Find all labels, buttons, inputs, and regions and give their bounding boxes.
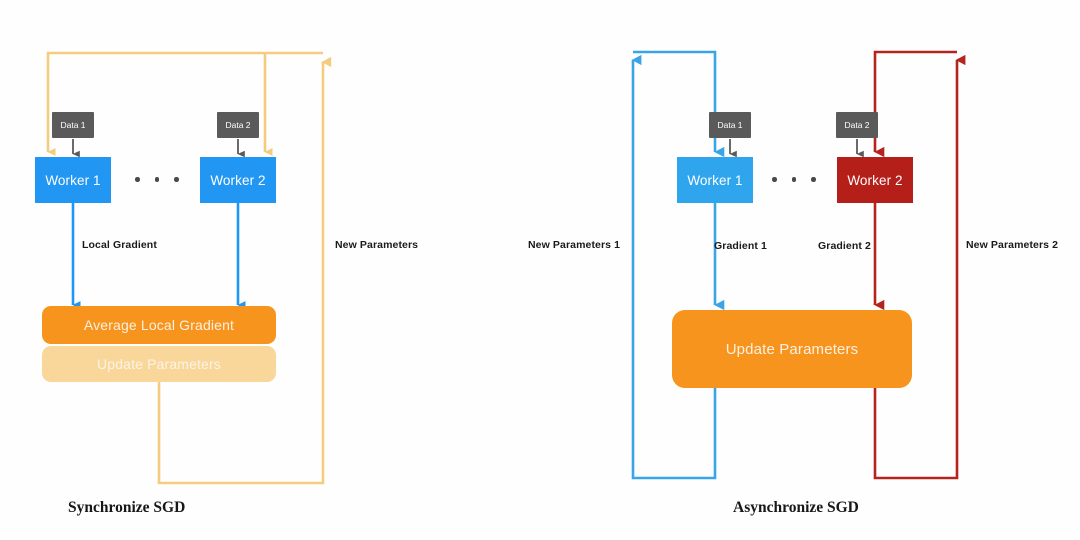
worker-1-node: Worker 1 [35, 157, 111, 203]
worker-1-node-async: Worker 1 [677, 157, 753, 203]
sync-edges [46, 51, 332, 485]
edge-label-new-parameters: New Parameters [335, 239, 419, 251]
ellipsis-dots-async [772, 177, 816, 182]
ellipsis-dot [135, 177, 140, 182]
ellipsis-dot [772, 177, 777, 182]
worker-1-async-label: Worker 1 [687, 172, 743, 188]
ellipsis-dot [791, 177, 796, 182]
data-box-2: Data 2 [217, 112, 259, 138]
worker-2-label: Worker 2 [210, 172, 266, 188]
caption-asynchronize-sgd: Asynchronize SGD [733, 499, 859, 516]
data-box-1-async-label: Data 1 [717, 120, 743, 130]
worker-1-label: Worker 1 [45, 172, 101, 188]
edge-label-gradient-2: Gradient 2 [818, 240, 871, 252]
worker-2-node: Worker 2 [200, 157, 276, 203]
caption-synchronize-sgd: Synchronize SGD [68, 499, 186, 516]
edge-label-local-gradient: Local Gradient [82, 239, 157, 251]
average-local-gradient-label: Average Local Gradient [83, 317, 235, 333]
ellipsis-dot [811, 177, 816, 182]
panel-asynchronize-sgd: Data 1 Data 2 Worker 1 Worker 2 Update P… [520, 0, 1080, 540]
panel-synchronize-sgd: Data 1 Data 2 Worker 1 Worker 2 Average … [0, 0, 520, 540]
edge-new-parameters-return [157, 56, 332, 485]
worker-2-async-label: Worker 2 [847, 172, 903, 188]
data-box-1: Data 1 [52, 112, 94, 138]
edge-new-parameters-1 [631, 50, 725, 480]
average-local-gradient-node: Average Local Gradient [42, 306, 276, 344]
update-parameters-node-sync: Update Parameters [42, 346, 276, 382]
update-parameters-label-sync: Update Parameters [97, 356, 221, 372]
update-parameters-label-async: Update Parameters [725, 340, 859, 358]
ellipsis-dot [154, 177, 159, 182]
data-box-2-async-label: Data 2 [844, 120, 870, 130]
update-parameters-node-async: Update Parameters [672, 310, 912, 388]
edge-label-new-parameters-2: New Parameters 2 [966, 239, 1059, 251]
data-box-1-async: Data 1 [709, 112, 751, 138]
data-box-2-label: Data 2 [225, 120, 251, 130]
worker-2-node-async: Worker 2 [837, 157, 913, 203]
edge-parameters-broadcast [46, 51, 323, 156]
async-edges [631, 50, 966, 480]
ellipsis-dot [174, 177, 179, 182]
data-box-2-async: Data 2 [836, 112, 878, 138]
edge-label-gradient-1: Gradient 1 [714, 240, 767, 252]
edge-new-parameters-2 [873, 50, 966, 480]
ellipsis-dots [135, 177, 179, 182]
edge-label-new-parameters-1: New Parameters 1 [528, 239, 621, 251]
data-box-1-label: Data 1 [60, 120, 86, 130]
